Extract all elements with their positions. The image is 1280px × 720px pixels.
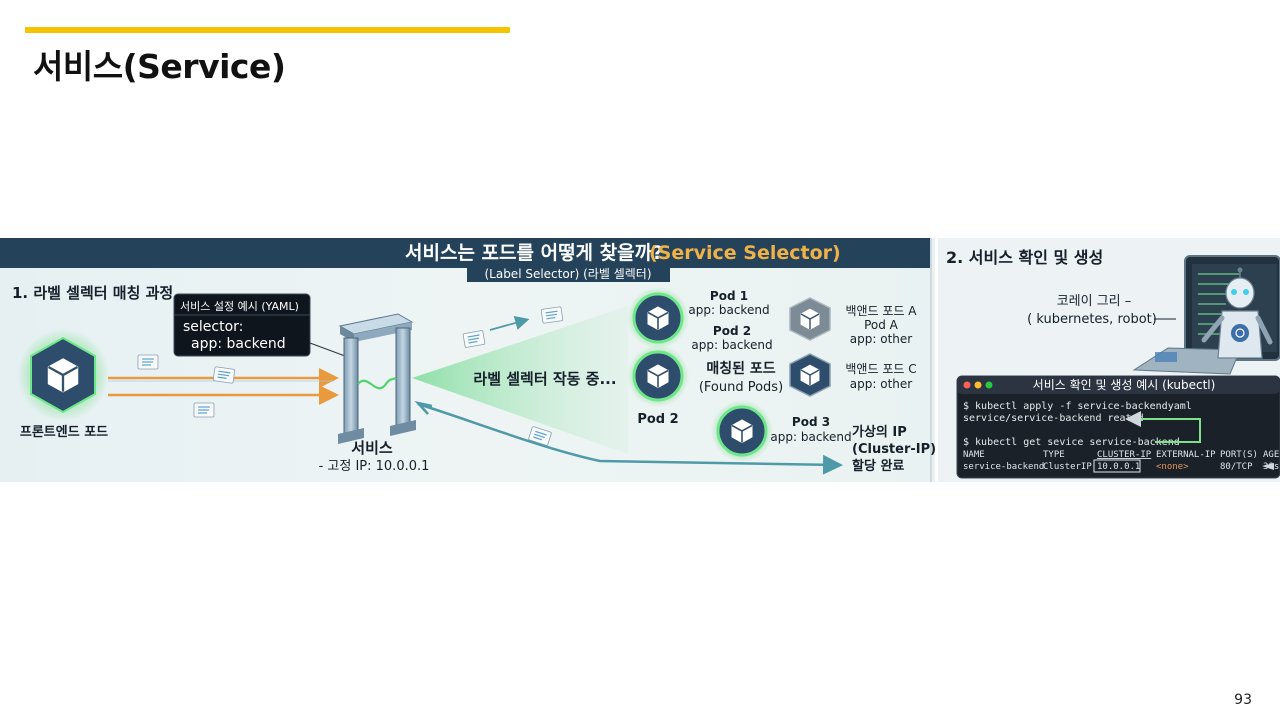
- cube-icon: [647, 364, 669, 389]
- pod-2: [627, 345, 689, 407]
- frontend-pod: 프론트엔드 포드: [17, 329, 109, 440]
- col-ports: PORT(S): [1220, 450, 1258, 460]
- document-icon: [193, 402, 215, 418]
- cube-icon: [800, 308, 820, 331]
- robot-caption-line1: 코레이 그리 –: [1057, 294, 1132, 309]
- pod-1-label: app: backend: [688, 303, 769, 317]
- service-label: 서비스: [351, 439, 393, 457]
- virtual-ip-cluster: (Cluster-IP): [852, 442, 936, 457]
- terminal-cmd-apply: $ kubectl apply -f service-backendyaml: [963, 401, 1192, 412]
- document-icon: [212, 366, 236, 384]
- selector-working-label: 라벨 셀렉터 작동 중...: [473, 370, 616, 388]
- matching-process-heading: 1. 라벨 셀렉터 매칭 과정: [12, 284, 173, 302]
- row-cluster-ip: 10.0.0.1: [1097, 462, 1140, 472]
- frontend-pod-label: 프론트엔드 포드: [20, 424, 108, 440]
- close-icon: [963, 381, 971, 389]
- col-name: NAME: [963, 450, 985, 460]
- cluster-ip-path: [417, 402, 843, 475]
- banner: 서비스는 포드를 어떻게 찾을까? (Service Selector) (La…: [0, 238, 930, 282]
- robot-scene: 코레이 그리 – ( kubernetes, robot): [1027, 255, 1280, 375]
- col-age: AGE: [1263, 450, 1279, 460]
- document-icon: [462, 329, 486, 349]
- found-pods-sublabel: (Found Pods): [699, 380, 783, 395]
- pod-1: [627, 287, 689, 349]
- yaml-example-box: 서비스 설정 예시 (YAML) selector: app: backend: [173, 293, 346, 357]
- row-ports: 80/TCP: [1220, 462, 1253, 472]
- maximize-icon: [985, 381, 993, 389]
- virtual-ip-title: 가상의 IP: [852, 424, 907, 440]
- col-type: TYPE: [1043, 450, 1065, 460]
- terminal-table-header: NAME TYPE CLUSTER-IP EXTERNAL-IP PORT(S)…: [963, 450, 1279, 460]
- banner-title-main: 서비스는 포드를 어떻게 찾을까?: [405, 242, 663, 264]
- row-name: service-backend: [963, 462, 1044, 472]
- terminal-table-row: service-backend ClusterIP 10.0.0.1 <none…: [963, 459, 1279, 473]
- terminal-cmd-get: $ kubectl get sevice service-backend: [963, 437, 1180, 448]
- kubectl-terminal: 서비스 확인 및 생성 예시 (kubectl) $ kubectl apply…: [956, 375, 1280, 479]
- create-verify-heading: 2. 서비스 확인 및 생성: [946, 248, 1103, 267]
- backend-pod-a-name: Pod A: [864, 318, 899, 332]
- yaml-box-title: 서비스 설정 예시 (YAML): [180, 300, 299, 313]
- yaml-selector-line: selector:: [183, 319, 243, 335]
- pod-3-label: app: backend: [770, 430, 851, 444]
- pod-3-name: Pod 3: [792, 415, 830, 429]
- found-pods-label: 매칭된 포드: [706, 360, 775, 377]
- col-external-ip: EXTERNAL-IP: [1156, 450, 1216, 460]
- gate-icon: [338, 313, 416, 444]
- backend-pod-a-title: 백앤드 포드 A: [845, 304, 917, 318]
- document-icon: [540, 306, 564, 324]
- robot-icon: [1201, 267, 1273, 359]
- title-accent-bar: [25, 27, 510, 33]
- banner-title-accent: (Service Selector): [649, 242, 841, 264]
- selector-beam: [412, 306, 628, 454]
- robot-caption-line2: ( kubernetes, robot): [1027, 312, 1157, 327]
- document-icon: [137, 354, 159, 370]
- minimize-icon: [974, 381, 982, 389]
- cube-icon: [47, 357, 79, 393]
- pod-2-lower-name: Pod 2: [637, 412, 678, 427]
- pod-2-upper-name: Pod 2: [713, 324, 751, 338]
- pod-2-upper-label: app: backend: [691, 338, 772, 352]
- backend-pod-a-label: app: other: [850, 332, 912, 346]
- backend-pod-c-label: app: other: [850, 377, 912, 391]
- col-cluster-ip: CLUSTER-IP: [1097, 450, 1152, 460]
- slide-title: 서비스(Service): [33, 47, 286, 86]
- service-gate: 서비스 - 고정 IP: 10.0.0.1: [319, 313, 430, 474]
- terminal-apply-output: service/service-backend reated: [963, 413, 1144, 424]
- virtual-ip-status: 할당 완료: [852, 458, 904, 474]
- row-external-ip: <none>: [1156, 462, 1189, 472]
- backend-pod-a: [789, 297, 831, 341]
- yaml-app-line: app: backend: [191, 336, 286, 352]
- service-ip: - 고정 IP: 10.0.0.1: [319, 459, 430, 474]
- cube-icon: [800, 364, 820, 387]
- page-number: 93: [1234, 692, 1252, 708]
- terminal-title: 서비스 확인 및 생성 예시 (kubectl): [1033, 378, 1216, 392]
- pod-3: [711, 400, 773, 462]
- cube-icon: [647, 306, 669, 331]
- backend-pod-c-title: 백앤드 포드 C: [845, 362, 916, 376]
- service-selector-infographic: 서비스는 포드를 어떻게 찾을까? (Service Selector) (La…: [0, 238, 1280, 482]
- cube-icon: [731, 419, 753, 444]
- pod-1-name: Pod 1: [710, 289, 748, 303]
- backend-pod-c: [789, 353, 831, 397]
- row-type: ClusterIP: [1043, 462, 1092, 472]
- banner-subtitle: (Label Selector) (라벨 셀렉터): [484, 267, 651, 281]
